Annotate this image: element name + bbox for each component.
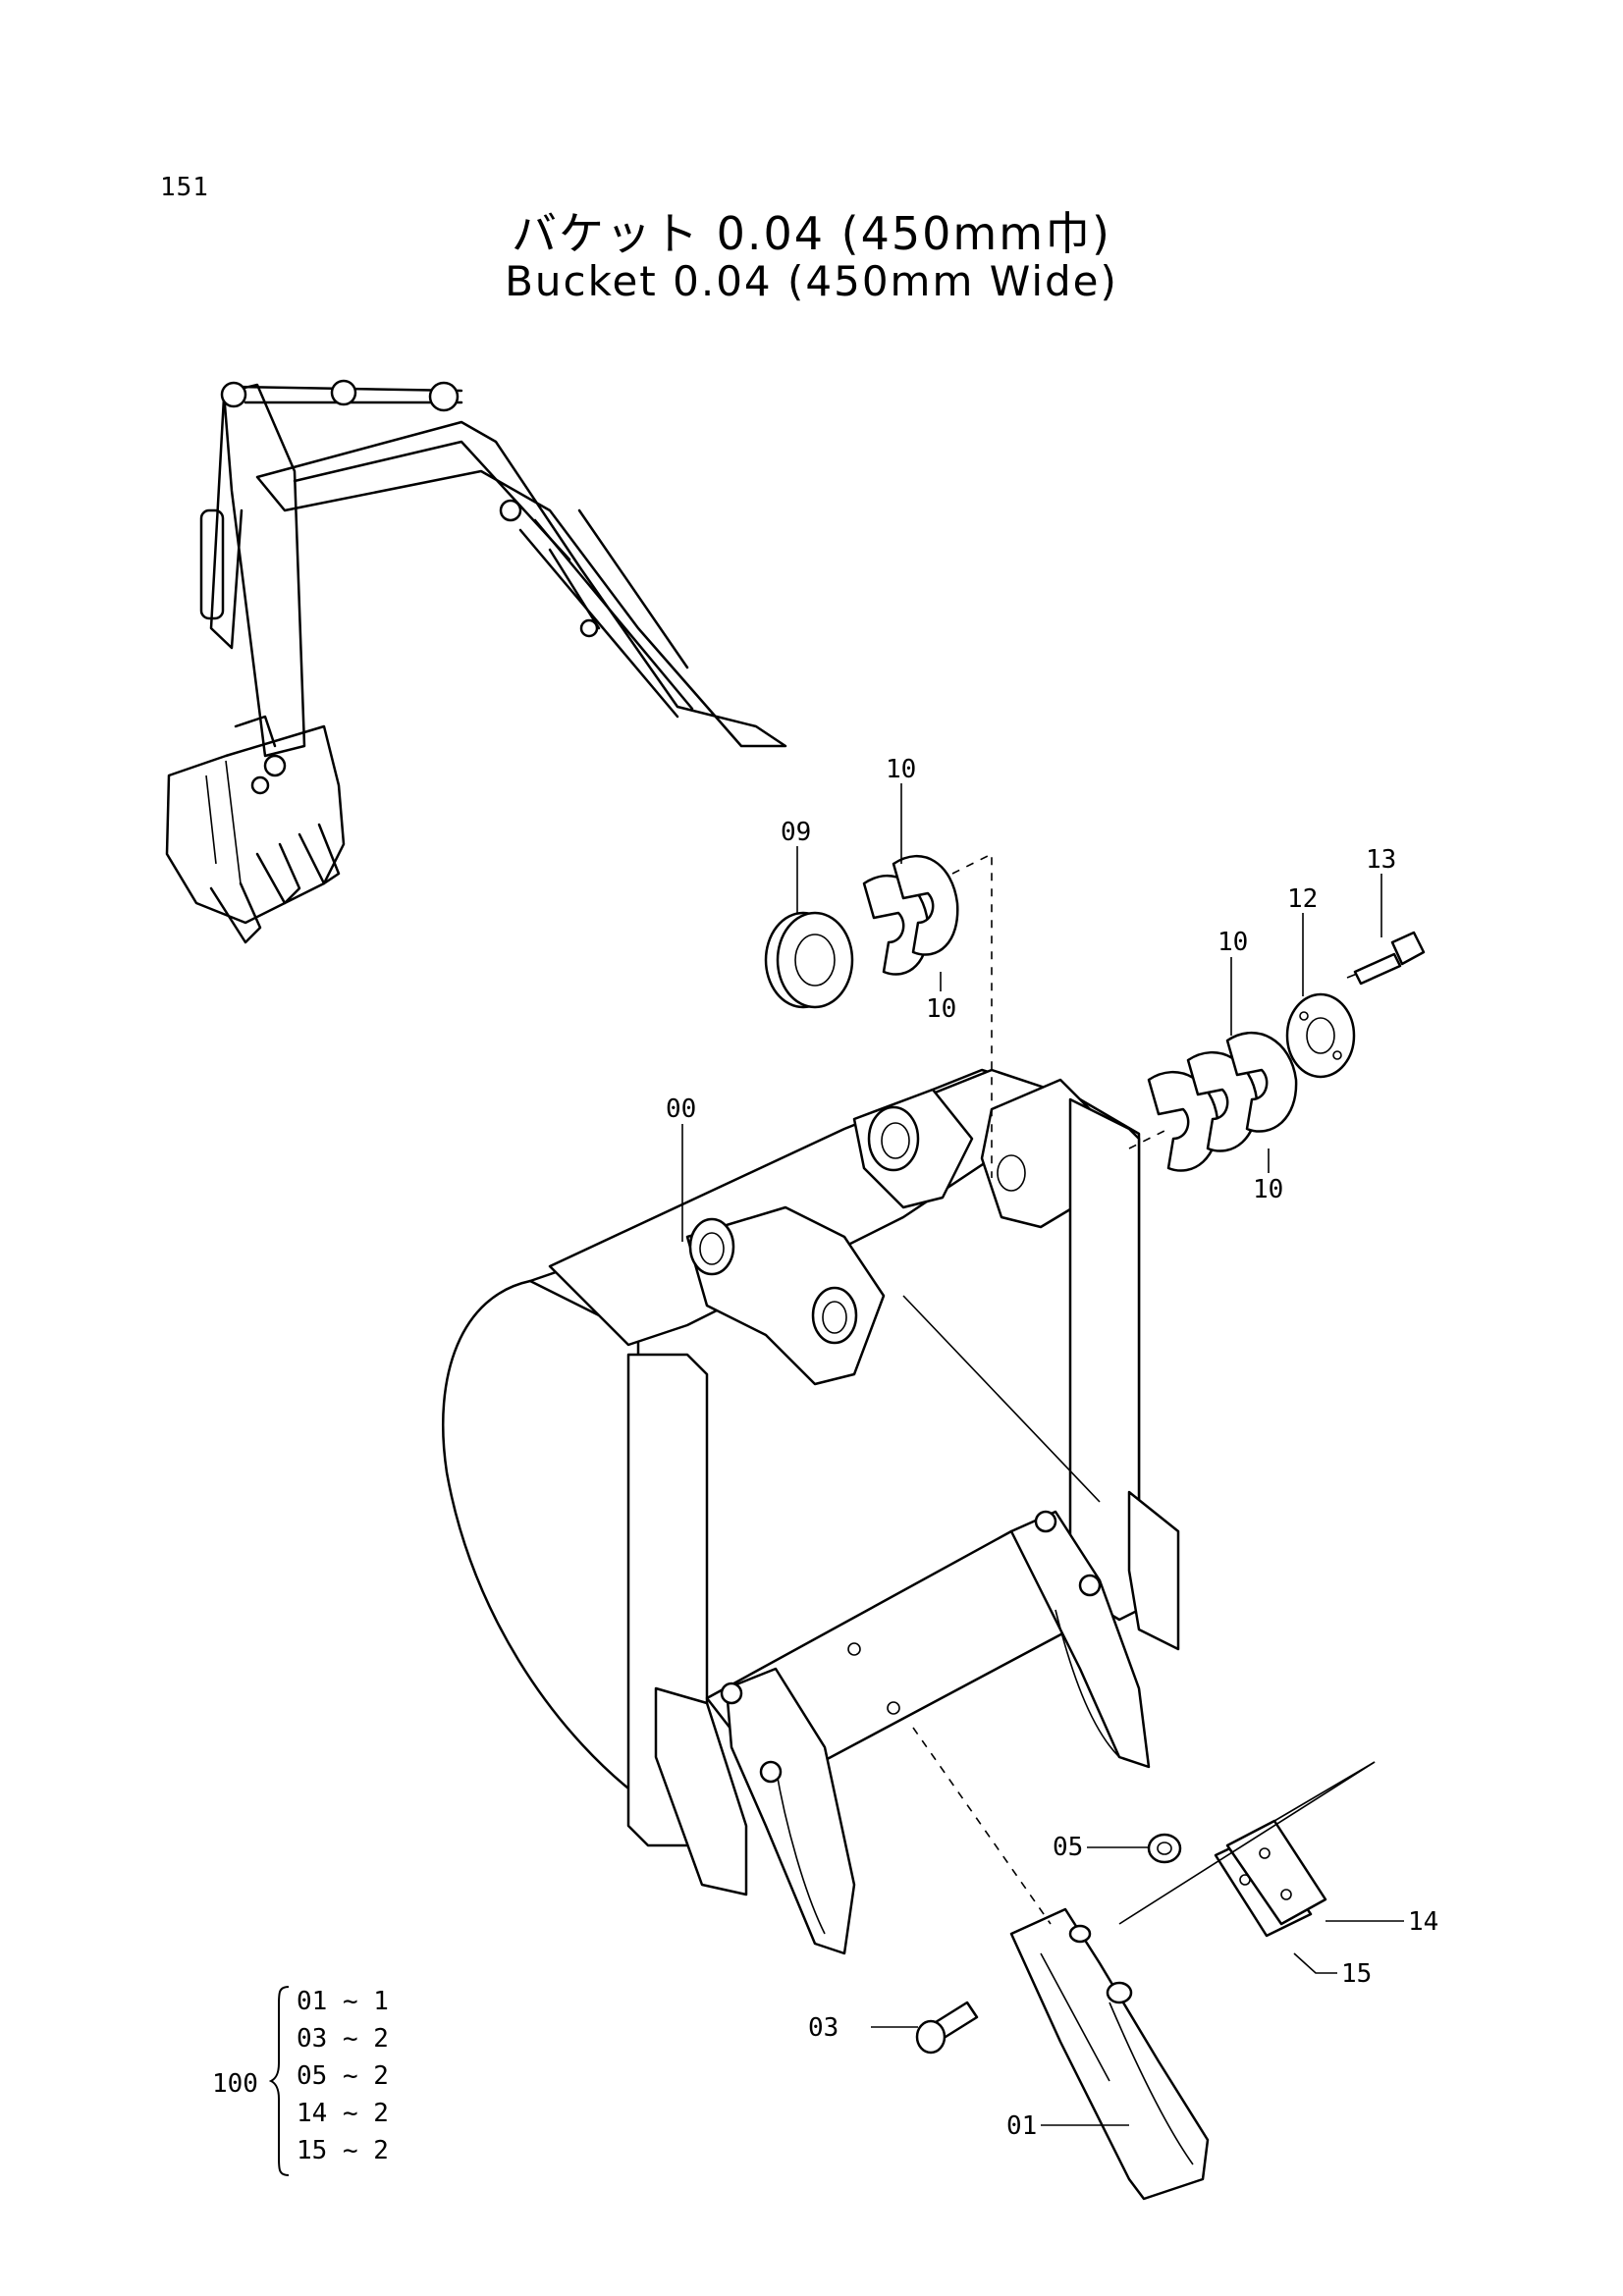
callout-10-top: 10 — [886, 755, 916, 784]
callout-01: 01 — [1006, 2111, 1037, 2141]
callout-13: 13 — [1366, 845, 1396, 875]
kit-items: 01 ~ 1 03 ~ 2 05 ~ 2 14 ~ 2 15 ~ 2 — [297, 1983, 389, 2169]
plates-14-15-part — [1118, 1761, 1376, 1938]
title-japanese: バケット 0.04 (450mm巾) — [512, 207, 1111, 260]
kit-row: 15 ~ 2 — [297, 2136, 389, 2165]
shims-upper-part — [862, 854, 959, 976]
kit-row: 03 ~ 2 — [297, 2024, 389, 2054]
callout-00: 00 — [666, 1095, 696, 1124]
kit-number: 100 — [212, 2069, 258, 2099]
nut-05-part — [1147, 1833, 1182, 1864]
excavator-arm-illustration — [165, 379, 787, 944]
pin-03-part — [915, 2001, 979, 2055]
callout-labels: 09 10 10 10 10 12 13 00 05 14 15 03 01 — [666, 755, 1438, 2141]
callout-10-right-top: 10 — [1217, 928, 1248, 957]
shims-right-part — [1147, 1031, 1298, 1172]
main-bucket-drawing — [441, 1068, 1180, 1955]
kit-row: 14 ~ 2 — [297, 2099, 389, 2128]
bushing-09-part — [764, 911, 854, 1009]
leader-lines — [681, 783, 1404, 2126]
page-number: 151 — [160, 173, 209, 202]
kit-row: 01 ~ 1 — [297, 1987, 389, 2016]
callout-10-right-bottom: 10 — [1253, 1175, 1283, 1204]
kit-row: 05 ~ 2 — [297, 2061, 389, 2091]
callout-05: 05 — [1053, 1833, 1083, 1862]
title-english: Bucket 0.04 (450mm Wide) — [505, 257, 1118, 305]
callout-09: 09 — [781, 818, 811, 847]
callout-03: 03 — [808, 2013, 839, 2043]
callout-10-mid: 10 — [926, 994, 956, 1024]
callout-12: 12 — [1287, 884, 1318, 914]
bolt-13-part — [1346, 931, 1426, 986]
tooth-01-part — [1009, 1907, 1210, 2201]
plate-12-part — [1285, 992, 1356, 1079]
callout-14: 14 — [1408, 1907, 1438, 1937]
kit-brace — [269, 1986, 290, 2176]
callout-15: 15 — [1341, 1959, 1372, 1989]
